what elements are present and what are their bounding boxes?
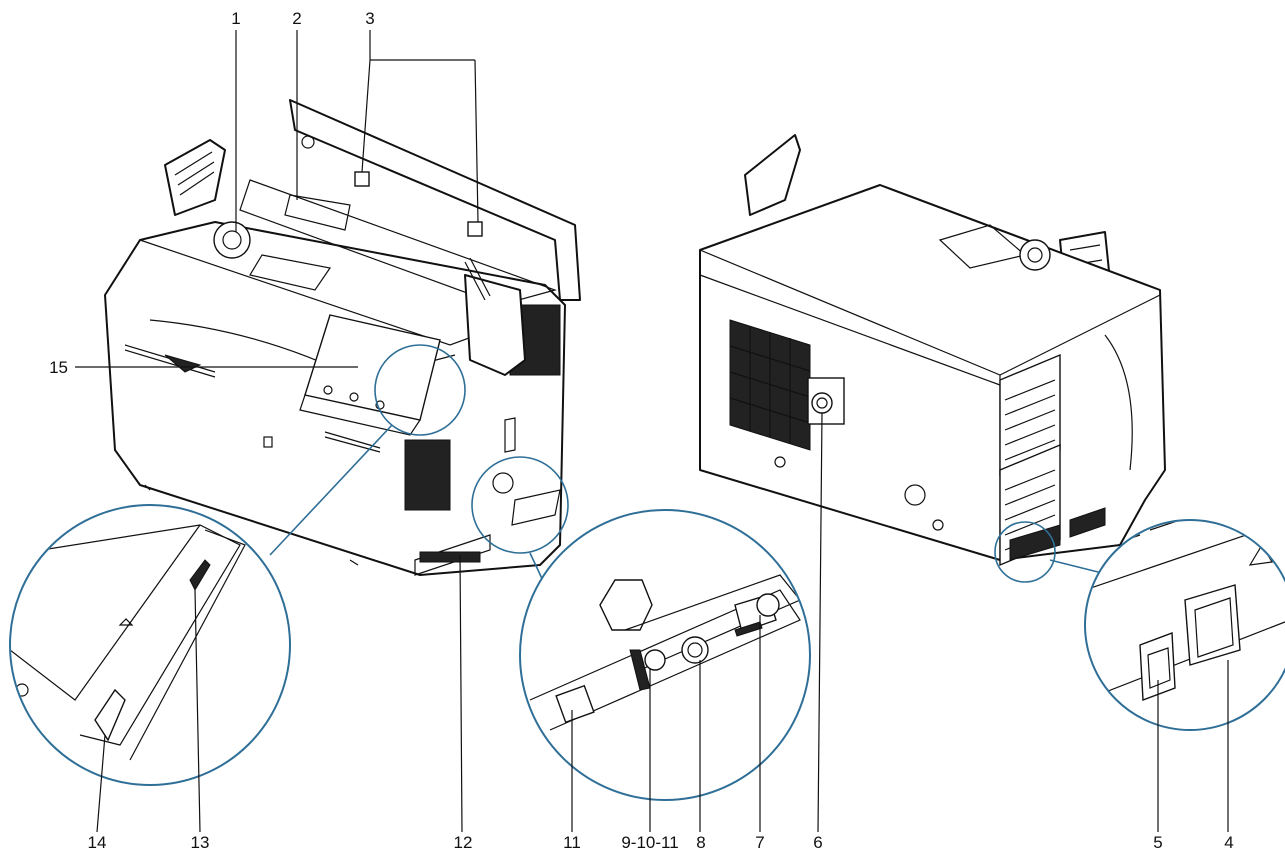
detail-ports-cap [599,579,653,631]
callout-source-display [374,344,466,436]
rear-handle-left [744,134,801,216]
detail-power [1084,519,1285,731]
label-2: 2 [292,9,301,28]
label-13: 13 [191,833,210,852]
detail-ports [519,509,811,801]
power-switch [1184,584,1241,666]
port-9-10-11 [644,649,666,671]
port-8 [681,636,709,664]
label-5: 5 [1153,833,1162,852]
label-1: 1 [231,9,240,28]
callout-source-ports [471,456,569,554]
label-14: 14 [88,833,107,852]
detail-display-side [9,504,291,786]
handle-right [464,274,526,376]
rear-port [811,392,833,414]
front-unit [104,99,581,576]
vent-grid-side [404,439,451,511]
label-7: 7 [755,833,764,852]
rear-top-connector [1019,239,1051,271]
power-inlet [1139,632,1176,701]
label-8: 8 [696,833,705,852]
label-3: 3 [365,9,374,28]
label-11: 11 [563,833,581,852]
label-15: 15 [49,358,68,377]
top-connector [213,221,251,259]
rear-unit [699,134,1166,567]
callout-source-power [994,521,1056,583]
usb-port [189,559,211,592]
label-4: 4 [1224,833,1233,852]
handle-left [164,139,226,216]
label-6: 6 [813,833,822,852]
label-12: 12 [454,833,473,852]
label-9-10-11: 9-10-11 [621,833,678,852]
ethernet-port [555,684,595,724]
label-leaders [75,30,1229,833]
side-button [94,688,126,742]
